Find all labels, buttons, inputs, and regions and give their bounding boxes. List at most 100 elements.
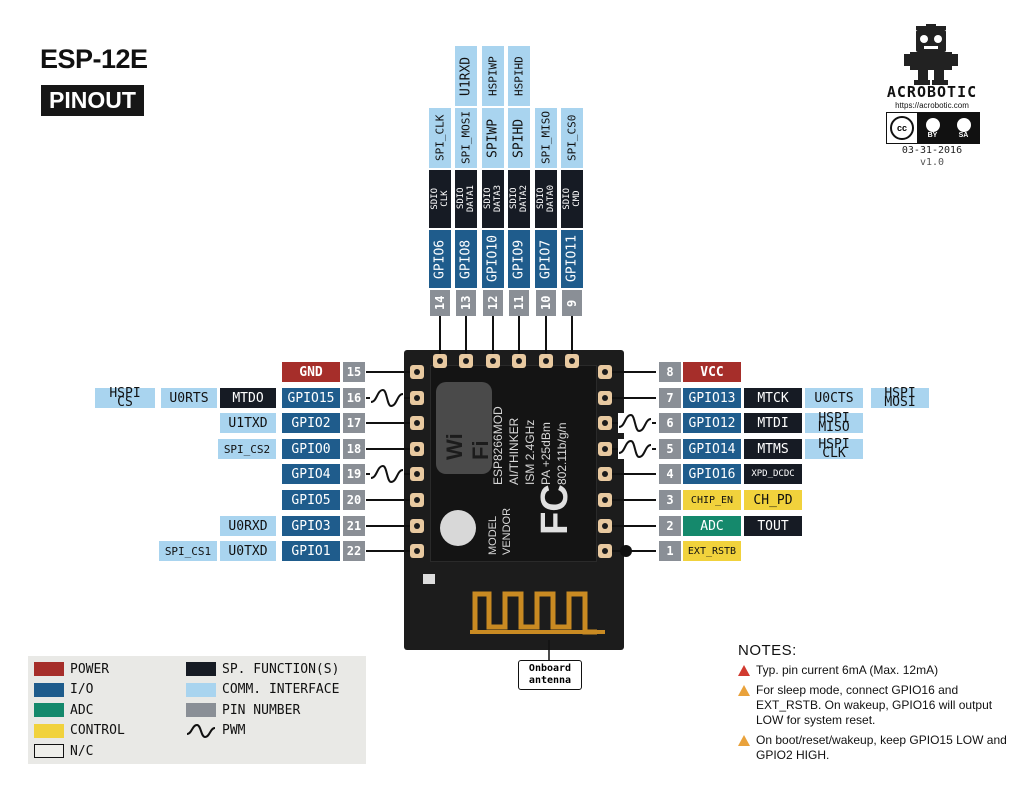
pin-lead [366, 525, 410, 527]
pwm-icon [618, 413, 652, 433]
sp-function-line: CMD [572, 190, 582, 208]
label-line: HSPI [109, 386, 141, 401]
espressif-logo-icon [440, 510, 476, 546]
pin-number-18: 18 [343, 439, 365, 459]
gpio-label-gpio1: GPIO1 [282, 541, 340, 561]
note-item: On boot/reset/wakeup, keep GPIO15 LOW an… [738, 733, 1008, 763]
label-ch-pd: CH_PD [744, 490, 802, 510]
pin-number-4: 4 [659, 464, 681, 484]
sp-function-line: SDIO [562, 188, 572, 210]
logo: ACROBOTIC https://acrobotic.com cc BY SA… [882, 24, 982, 174]
label-line: HSPI [818, 437, 850, 452]
comm-label-spi-miso: SPI_MISO [535, 108, 557, 168]
chip-vendor: AI/THINKER [507, 417, 521, 485]
pin-lead [612, 371, 656, 373]
legend-item-adc: ADC [34, 702, 93, 718]
pin-number-16: 16 [343, 388, 365, 408]
antenna-marker [423, 574, 435, 584]
pin-number-2: 2 [659, 516, 681, 536]
pin-pad [598, 442, 612, 456]
sp-function-line: SDIO [430, 188, 440, 210]
pin-pad [410, 467, 424, 481]
comm-label-spiwp: SPIWP [482, 108, 504, 168]
pin-lead [612, 550, 656, 552]
gpio-label-gpio11: GPIO11 [561, 230, 583, 288]
pin-lead [571, 316, 573, 354]
label-line: CS [117, 395, 133, 410]
legend-item-i-o: I/O [34, 682, 93, 698]
pin-number-13: 13 [456, 290, 476, 316]
sp-function-line: CLK [440, 190, 450, 208]
pin-lead [366, 550, 410, 552]
sp-function-line: SDIO [536, 188, 546, 210]
antenna-label-line2: antenna [528, 675, 572, 686]
gpio-label-gpio2: GPIO2 [282, 413, 340, 433]
label-spi-cs2: SPI_CS2 [218, 439, 276, 459]
pin-pad [598, 493, 612, 507]
note-text: For sleep mode, connect GPIO16 and EXT_R… [756, 683, 993, 727]
pin-number-6: 6 [659, 413, 681, 433]
pin-number-14: 14 [430, 290, 450, 316]
label-adc: ADC [683, 516, 741, 536]
pin-number-10: 10 [536, 290, 556, 316]
gpio-label-gpio4: GPIO4 [282, 464, 340, 484]
pin-number-1: 1 [659, 541, 681, 561]
pin-number-7: 7 [659, 388, 681, 408]
label-u1txd: U1TXD [220, 413, 276, 433]
cc-license-badge: cc BY SA [886, 112, 980, 144]
page-title: ESP-12E [40, 44, 148, 74]
label-line: CLK [822, 446, 846, 461]
legend-item-control: CONTROL [34, 723, 125, 739]
attribution-icon [925, 117, 940, 132]
pin-pad [512, 354, 526, 368]
antenna-label-line1: Onboard [528, 663, 572, 674]
logo-version: v1.0 [919, 157, 945, 168]
comm-label-u1rxd: U1RXD [455, 46, 477, 106]
legend-label: PIN NUMBER [222, 702, 301, 718]
logo-brand: ACROBOTIC [886, 83, 978, 101]
model-vendor-labels: MODEL VENDOR [486, 505, 526, 555]
pwm-icon [618, 439, 652, 459]
note-text: Typ. pin current 6mA (Max. 12mA) [756, 663, 939, 677]
label-model: MODEL [487, 515, 499, 555]
notes: NOTES: Typ. pin current 6mA (Max. 12mA)F… [738, 642, 1008, 768]
legend-label: COMM. INTERFACE [222, 682, 340, 697]
gpio-label-gpio7: GPIO7 [535, 230, 557, 288]
sp-function-line: SDIO [456, 188, 466, 210]
legend-item-sp-function-s: SP. FUNCTION(S) [186, 661, 339, 677]
legend-label: CONTROL [70, 723, 125, 738]
pin-number-5: 5 [659, 439, 681, 459]
comm-label-spi-mosi: SPI_MOSI [455, 108, 477, 168]
pin-pad [486, 354, 500, 368]
label-line: MISO [818, 420, 850, 435]
label-mtms: MTMS [744, 439, 802, 459]
wifi-logo: Wi Fi [436, 382, 493, 474]
gpio-label-gpio10: GPIO10 [482, 230, 504, 288]
sp-function-line: DATA1 [466, 185, 476, 213]
pin-lead [465, 316, 467, 354]
legend-item-power: POWER [34, 661, 109, 677]
sp-function-line: DATA3 [493, 185, 503, 213]
pin-pad [410, 391, 424, 405]
legend-swatch [34, 744, 64, 758]
pin-number-22: 22 [343, 541, 365, 561]
pin-pad [565, 354, 579, 368]
pin-pad [598, 519, 612, 533]
gpio-label-gpio5: GPIO5 [282, 490, 340, 510]
pin-pad [410, 519, 424, 533]
comm-label-hspihd: HSPIHD [508, 46, 530, 106]
legend-swatch [34, 723, 64, 738]
legend-item-pin-number: PIN NUMBER [186, 702, 300, 718]
pin-pad [433, 354, 447, 368]
legend-item-n-c: N/C [34, 743, 93, 759]
pin-lead [366, 371, 410, 373]
pin-lead [545, 316, 547, 354]
chip-spec1: ISM 2.4GHz [523, 419, 537, 485]
label-line: MOSI [884, 395, 916, 410]
